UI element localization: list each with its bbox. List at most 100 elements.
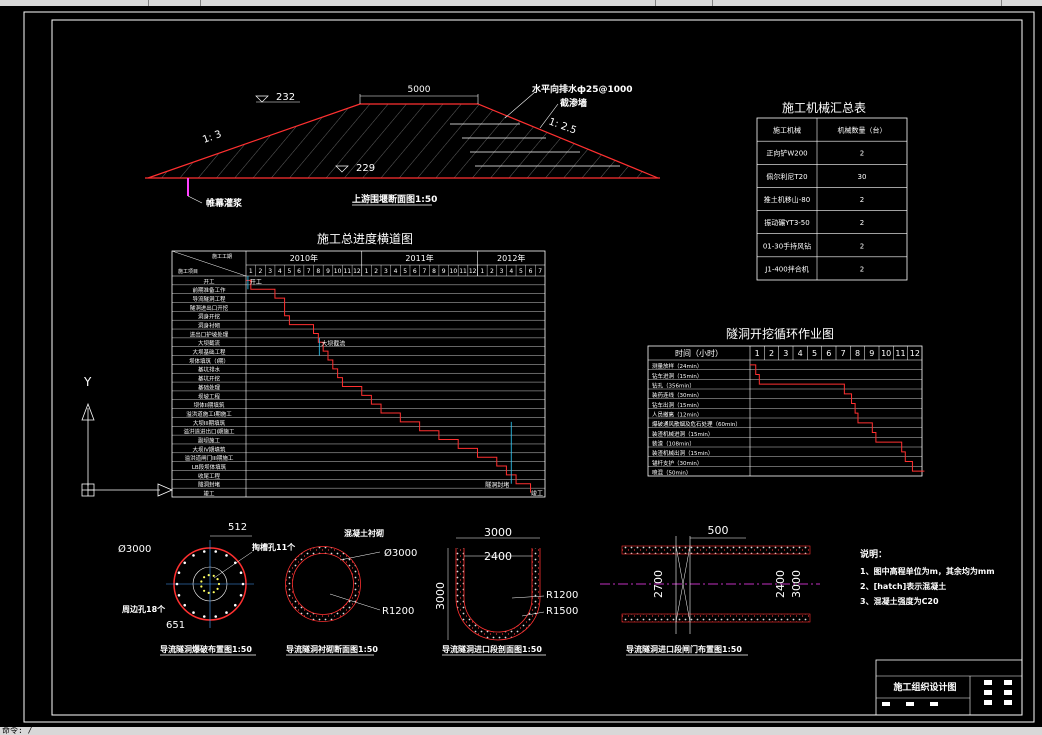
- cycle-hour: 4: [798, 349, 803, 358]
- cycle-hour: 10: [881, 349, 891, 358]
- perimeter-hole: [177, 593, 181, 597]
- ucs-icon: [81, 402, 174, 497]
- schedule-task: 基础处理: [198, 383, 221, 391]
- corner-bottom: 施工项目: [178, 268, 198, 275]
- schedule-month: 11: [343, 268, 351, 275]
- notes-heading: 说明：: [860, 548, 887, 560]
- schedule-month: 4: [509, 268, 513, 275]
- schedule-month: 5: [287, 268, 291, 275]
- cycle-task: 装渣机械出洞（15min）: [652, 449, 713, 457]
- blast-dim-bottom: 651: [166, 620, 185, 631]
- elev-top: 232: [276, 92, 295, 103]
- cycle-hour: 1: [755, 349, 760, 358]
- title-block[interactable]: 施工组织设计图: [875, 659, 1023, 716]
- drawing-canvas[interactable]: 5000 232 229 1: 3 1: 2.5 水平向排水ф25@1000 截…: [0, 6, 1042, 727]
- schedule-task: 溢洪道闸门III期施工: [185, 454, 234, 462]
- cycle-title: 隧洞开挖循环作业图: [726, 326, 834, 341]
- inlet-r2: R1500: [546, 606, 578, 617]
- label-drain: 水平向排水ф25@1000: [532, 83, 633, 95]
- schedule-month: 5: [403, 268, 407, 275]
- schedule-task: 大坝基础工程: [192, 348, 226, 356]
- schedule-title: 施工总进度横道图: [317, 231, 413, 246]
- schedule-task: 坝体II期填筑: [194, 401, 225, 409]
- schedule-month: 1: [480, 268, 484, 275]
- schedule-month: 6: [413, 268, 417, 275]
- schedule-month: 2: [374, 268, 378, 275]
- cycle-task: 装渣（108min）: [652, 440, 695, 448]
- schedule-bars: [246, 279, 532, 493]
- schedule-task: 洞身衬砌: [198, 322, 221, 330]
- schedule-task: 基坑开挖: [198, 375, 221, 383]
- machinery-cell: 01-30手持风钻: [763, 241, 811, 250]
- schedule-task: 坝体填筑（I期）: [189, 357, 229, 365]
- schedule-task: 溢洪道进出口I期施工: [183, 428, 235, 436]
- dim-width: 5000: [408, 85, 431, 95]
- inner-frame: [51, 19, 1023, 716]
- inlet-r1: R1200: [546, 590, 578, 601]
- cofferdam-section[interactable]: 5000 232 229 1: 3 1: 2.5 水平向排水ф25@1000 截…: [145, 83, 660, 209]
- cycle-hour: 12: [910, 349, 920, 358]
- cut-hole: [203, 576, 206, 579]
- lining-section[interactable]: 混凝土衬砌 Ø3000 R1200 导流隧洞衬砌断面图1:50: [285, 528, 418, 656]
- cycle-hour: 9: [869, 349, 874, 358]
- marker-end: 竣工: [531, 490, 543, 498]
- machinery-cell: 振动碾YT3-50: [764, 218, 809, 227]
- perimeter-hole: [192, 611, 195, 614]
- schedule-month: 12: [469, 268, 477, 275]
- schedule-task: 基坑排水: [198, 366, 221, 374]
- gate-layout[interactable]: 500 2700 2400 3000 导流隧洞进口段闸门布置图1:50: [600, 524, 820, 656]
- perimeter-hole: [233, 603, 237, 607]
- schedule-month: 7: [538, 268, 542, 275]
- cycle-hour: 5: [812, 349, 817, 358]
- schedule-task: 竣工: [203, 490, 215, 498]
- slope-left: 1: 3: [201, 129, 223, 146]
- machinery-title: 施工机械汇总表: [782, 100, 866, 115]
- cycle-task: 装药连线（30min）: [652, 391, 702, 399]
- gate-h-left: 2700: [652, 570, 665, 598]
- schedule-month: 8: [316, 268, 320, 275]
- schedule-month: 7: [307, 268, 311, 275]
- inlet-title: 导流隧洞进口段剖面图1:50: [442, 644, 542, 654]
- schedule-task: 收尾工程: [198, 472, 221, 480]
- cycle-hour: 11: [895, 349, 905, 358]
- schedule-task: 隧洞进出口开挖: [190, 304, 229, 312]
- cycle-task: 钻车出洞（15min）: [652, 401, 702, 409]
- cut-hole: [207, 591, 210, 595]
- schedule-year: 2010年: [290, 253, 318, 263]
- perimeter-hole: [202, 615, 206, 618]
- schedule-task: 大坝截流: [198, 339, 221, 347]
- cycle-hour: 6: [826, 349, 831, 358]
- schedule-task: 前期准备工作: [192, 286, 226, 294]
- marker-start: 开工: [250, 279, 262, 286]
- schedule-year: 2011年: [405, 253, 433, 263]
- cut-hole: [216, 587, 219, 590]
- ucs-y: Y: [83, 375, 92, 389]
- schedule-task: 副坝施工: [198, 436, 221, 444]
- schedule-task: 进出口护坡处理: [190, 330, 229, 338]
- schedule-month: 10: [334, 268, 342, 275]
- machinery-cell: 30: [858, 173, 867, 181]
- schedule-month: 4: [394, 268, 398, 275]
- blast-layout[interactable]: Ø3000 512 651 掏槽孔11个 周边孔18个 导流隧洞爆破布置图1:5…: [118, 522, 296, 656]
- schedule-month: 9: [442, 268, 446, 275]
- schedule-task: 溢洪道施工I期施工: [186, 410, 232, 418]
- schedule-month: 6: [529, 268, 533, 275]
- cycle-bars: [750, 364, 925, 472]
- cut-hole: [217, 582, 221, 586]
- note-3: 3、混凝土强度为C20: [860, 596, 939, 606]
- lining-title: 导流隧洞衬砌断面图1:50: [286, 644, 378, 654]
- inlet-w-inner: 2400: [484, 550, 512, 563]
- blast-title: 导流隧洞爆破布置图1:50: [160, 644, 252, 654]
- inlet-h: 3000: [434, 582, 447, 610]
- machinery-cell: 2: [860, 242, 864, 250]
- cycle-task: 钻孔（356min）: [652, 382, 695, 390]
- schedule-task: LB段坝体填筑: [192, 463, 227, 471]
- inlet-profile[interactable]: 3000 2400 3000 R1200 R1500 导流隧洞进口段剖面图1:5…: [434, 526, 578, 656]
- schedule-month: 1: [249, 268, 253, 275]
- perimeter-hole: [241, 582, 245, 586]
- schedule-task: 导流隧洞工程: [192, 295, 226, 303]
- command-line[interactable]: 命令: /: [0, 727, 1042, 735]
